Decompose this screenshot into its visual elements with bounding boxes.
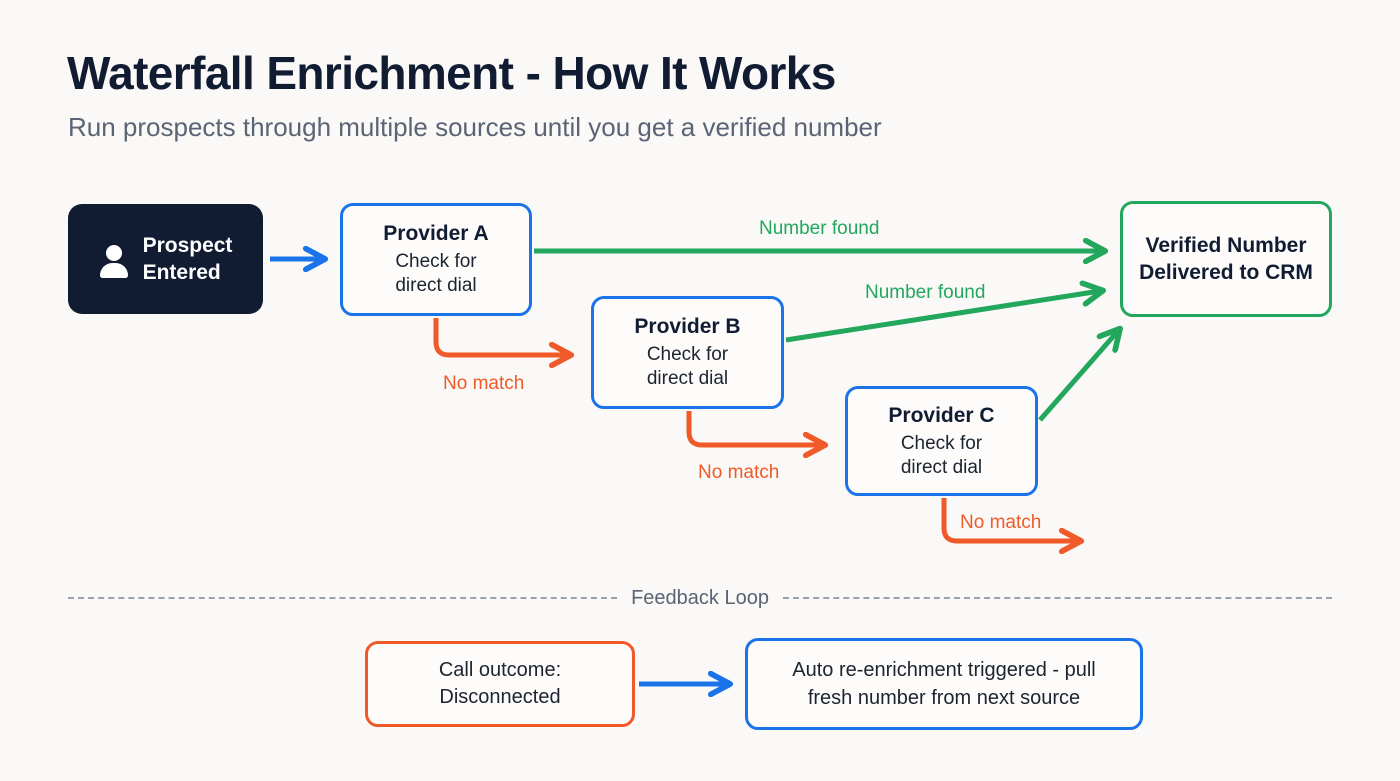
- divider-line-right: [782, 597, 1333, 599]
- node-prospect-entered[interactable]: Prospect Entered: [68, 204, 263, 314]
- edge-label-found-b: Number found: [865, 282, 986, 303]
- node-call-outcome-label: Call outcome: Disconnected: [438, 659, 562, 708]
- node-provider-b-subtitle: Check for direct dial: [646, 344, 729, 389]
- edge-provider-a-nomatch: [433, 318, 568, 355]
- page-title: Waterfall Enrichment - How It Works: [67, 47, 836, 99]
- node-auto-reenrichment-label: Auto re-enrichment triggered - pull fres…: [792, 659, 1096, 709]
- page-subtitle: Run prospects through multiple sources u…: [68, 112, 882, 142]
- node-provider-c-title: Provider C: [888, 403, 995, 427]
- feedback-loop-label: Feedback Loop: [631, 586, 769, 609]
- person-icon: [99, 243, 129, 278]
- divider-line-left: [68, 597, 618, 599]
- node-call-outcome[interactable]: Call outcome: Disconnected: [365, 641, 635, 727]
- node-provider-a[interactable]: Provider A Check for direct dial: [340, 203, 532, 316]
- edge-label-found-a: Number found: [759, 218, 880, 239]
- edge-provider-b-nomatch: [686, 411, 822, 445]
- node-provider-a-subtitle: Check for direct dial: [395, 251, 477, 296]
- edge-provider-c-found: [1038, 331, 1118, 422]
- node-provider-c-subtitle: Check for direct dial: [900, 432, 983, 478]
- node-prospect-label: Prospect Entered: [142, 234, 233, 284]
- edge-label-nomatch-b: No match: [698, 462, 780, 483]
- feedback-loop-divider: Feedback Loop: [68, 584, 1333, 612]
- node-provider-b[interactable]: Provider B Check for direct dial: [591, 296, 784, 409]
- node-provider-a-title: Provider A: [383, 222, 489, 245]
- node-verified-number[interactable]: Verified Number Delivered to CRM: [1120, 201, 1332, 317]
- node-provider-c[interactable]: Provider C Check for direct dial: [845, 386, 1038, 496]
- node-provider-b-title: Provider B: [634, 315, 741, 338]
- edge-label-nomatch-c: No match: [960, 512, 1042, 533]
- node-auto-reenrichment[interactable]: Auto re-enrichment triggered - pull fres…: [745, 638, 1143, 730]
- node-verified-label: Verified Number Delivered to CRM: [1139, 234, 1313, 284]
- edge-label-nomatch-a: No match: [443, 373, 525, 394]
